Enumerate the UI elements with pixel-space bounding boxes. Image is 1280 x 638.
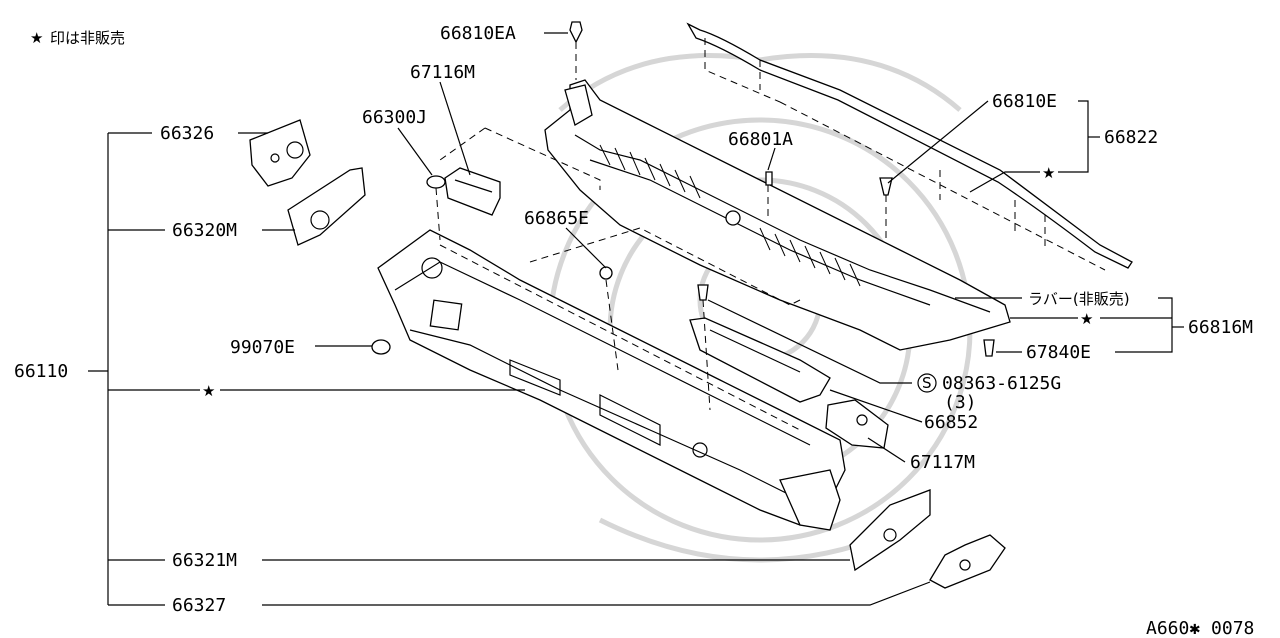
- label-67117M: 67117M: [910, 452, 975, 473]
- star-icon-66822: ★: [1042, 164, 1055, 182]
- label-08363-6125G: 08363-6125G: [942, 373, 1061, 394]
- label-66810E: 66810E: [992, 91, 1057, 112]
- part-cowl-grille: [544, 79, 1011, 351]
- part-66110-cowl-panel: [377, 229, 846, 531]
- label-66816M: 66816M: [1188, 317, 1253, 338]
- label-66327: 66327: [172, 595, 226, 616]
- clip-99070E: [371, 339, 391, 355]
- clip-67840E: [983, 339, 995, 357]
- star-icon-66110: ★: [202, 382, 215, 400]
- assembly-lines: [435, 42, 887, 431]
- note-text: 印は非販売: [50, 29, 125, 47]
- clip-66801A: [765, 171, 773, 186]
- label-66326: 66326: [160, 123, 214, 144]
- diagram-code: A660✱ 0078: [1146, 618, 1254, 638]
- label-67116M: 67116M: [410, 62, 475, 83]
- label-rubber: ラバー(非販売): [1028, 290, 1130, 308]
- star-icon-rubber: ★: [1080, 310, 1093, 328]
- clip-66810EA: [569, 21, 583, 44]
- label-99070E: 99070E: [230, 337, 295, 358]
- label-67840E: 67840E: [1026, 342, 1091, 363]
- part-66320M-bracket: [287, 167, 366, 246]
- screw-08363: [697, 284, 709, 301]
- part-66822-strip: [686, 22, 1133, 271]
- screw-circle-letter: S: [922, 374, 932, 392]
- clip-66865E: [599, 266, 613, 280]
- label-66865E: 66865E: [524, 208, 589, 229]
- part-66300J-grommet: [426, 175, 446, 189]
- part-66852-bracket: [689, 317, 831, 403]
- not-for-sale-note: ★ 印は非販売: [30, 29, 125, 47]
- label-66852: 66852: [924, 412, 978, 433]
- part-66326-bracket: [249, 119, 311, 187]
- screw-circle-icon: [917, 373, 937, 393]
- part-66321M-bracket: [849, 489, 931, 572]
- label-screw-qty: (3): [944, 392, 977, 413]
- fasteners: [371, 21, 995, 357]
- label-66320M: 66320M: [172, 220, 237, 241]
- part-66327-bracket: [929, 534, 1006, 589]
- label-66822: 66822: [1104, 127, 1158, 148]
- part-labels: 66810EA 67116M 66300J 66326 66320M 66865…: [14, 23, 1254, 638]
- part-67116M-bracket: [444, 167, 501, 216]
- label-66300J: 66300J: [362, 107, 427, 128]
- label-66801A: 66801A: [728, 129, 793, 150]
- leader-lines: [88, 32, 1184, 606]
- label-66810EA: 66810EA: [440, 23, 516, 44]
- star-icon: ★: [30, 29, 43, 47]
- label-66321M: 66321M: [172, 550, 237, 571]
- label-66110: 66110: [14, 361, 68, 382]
